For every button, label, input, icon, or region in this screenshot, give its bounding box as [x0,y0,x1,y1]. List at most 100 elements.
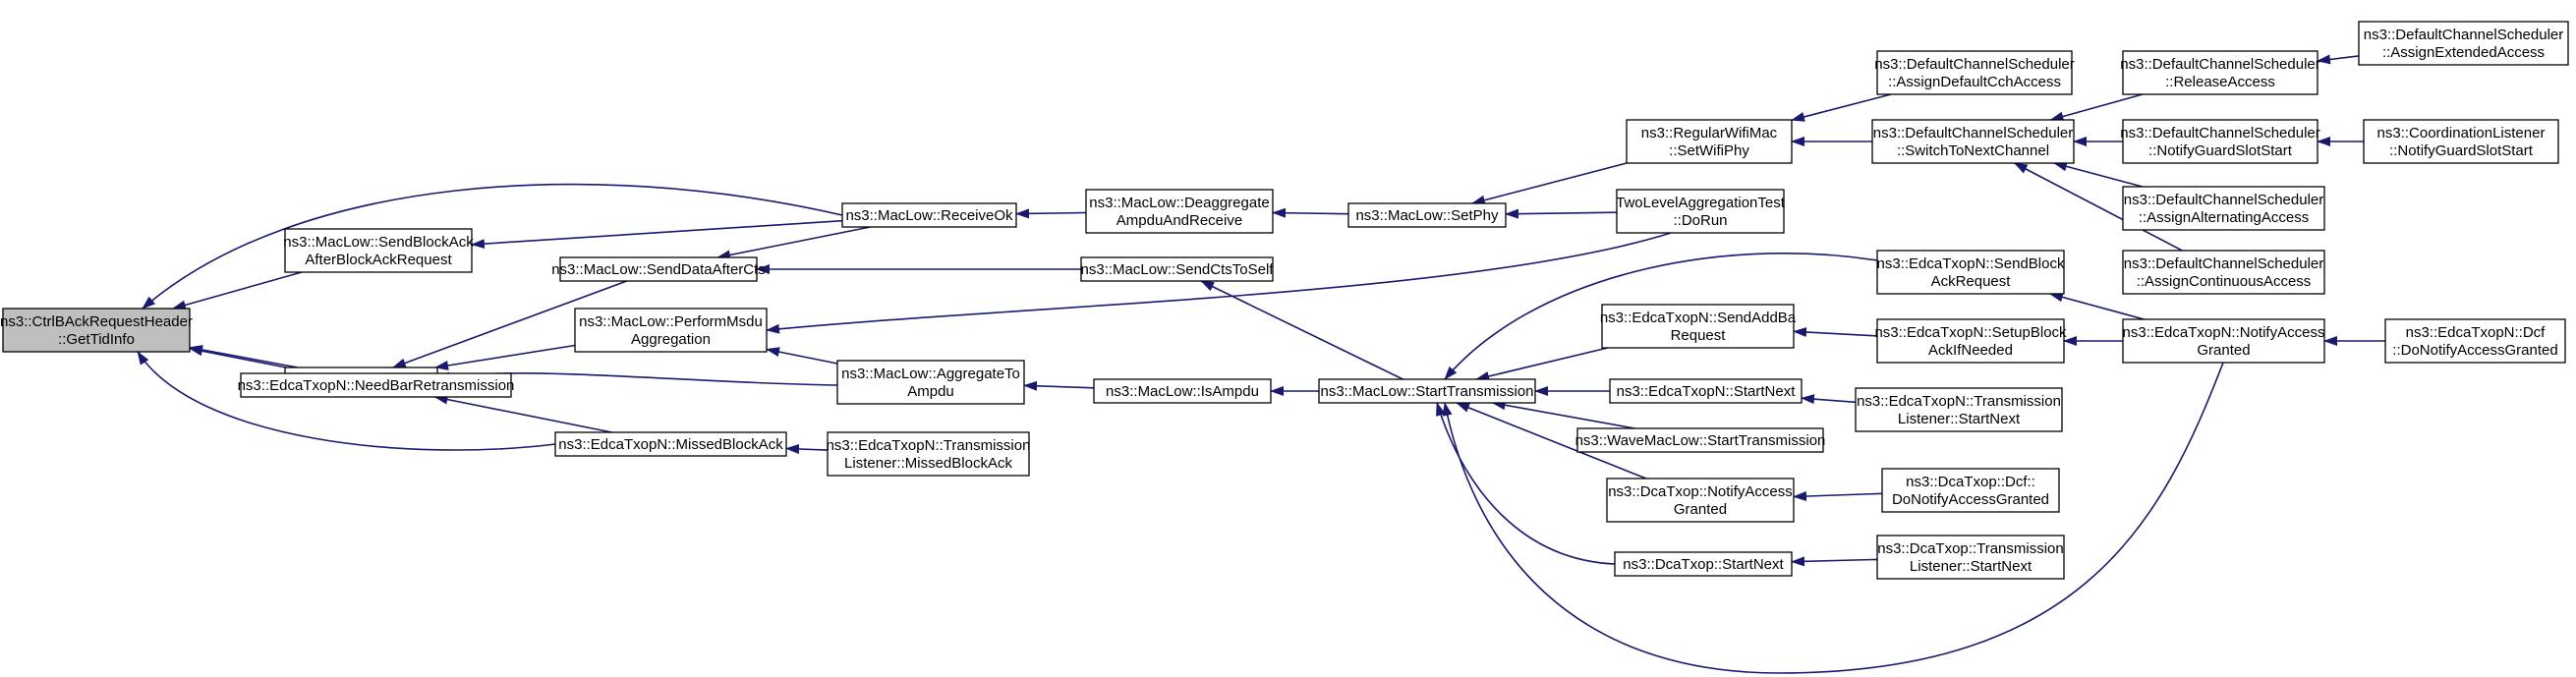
nodes-layer: ns3::CtrlBAckRequestHeader::GetTidInfons… [0,21,2569,580]
node-box [1881,468,2060,513]
node-label-line: ns3::DefaultChannelScheduler [2120,125,2319,141]
edge-edcanotify-to-starttransmission [1442,362,2224,674]
node-dcanotify[interactable]: ns3::DcaTxop::NotifyAccessGranted [1606,478,1795,523]
node-edcanotify[interactable]: ns3::EdcaTxopN::NotifyAccessGranted [2122,318,2325,364]
node-label-line: Granted [1674,501,1727,518]
node-label-line: ns3::DcaTxop::StartNext [1623,556,1784,573]
node-label-line: ::SwitchToNextChannel [1897,142,2049,159]
node-coordlistener[interactable]: ns3::CoordinationListener::NotifyGuardSl… [2363,119,2559,164]
edge-missedblockack-to-needbar [433,394,612,433]
node-box [1876,535,2065,580]
edges-layer [137,54,2385,674]
node-label-line: ::AssignAlternatingAccess [2139,209,2309,226]
node-label-line: ns3::DcaTxop::NotifyAccess [1608,483,1793,500]
edge-sendblockack-to-root [172,271,303,310]
edge-sendblockackreq-to-starttransmission [1444,253,1878,380]
edge-receiveok-to-senddataafter [716,226,871,260]
node-label-line: ns3::MacLow::Deaggregate [1089,195,1269,211]
node-label-line: Listener::StartNext [1898,411,2021,427]
node-box [841,202,1017,228]
node-dcadcf[interactable]: ns3::DcaTxop::Dcf::DoNotifyAccessGranted [1881,468,2060,513]
edge-aggregateto-to-performmsdu [766,347,838,365]
node-tlstartnext[interactable]: ns3::EdcaTxopN::TransmissionListener::St… [1855,387,2063,432]
node-label-line: ns3::MacLow::SetPhy [1355,207,1499,224]
node-label-line: ns3::EdcaTxopN::SetupBlock [1874,324,2067,341]
node-label-line: DoNotifyAccessGranted [1892,491,2049,508]
node-box [574,308,768,353]
node-box [2,308,191,353]
node-label-line: ns3::EdcaTxopN::MissedBlockAck [558,436,783,453]
node-assignextended[interactable]: ns3::DefaultChannelScheduler::AssignExte… [2358,21,2569,66]
node-setphy[interactable]: ns3::MacLow::SetPhy [1347,202,1507,228]
node-label-line: ns3::MacLow::PerformMsdu [579,313,763,330]
edge-releaseaccess-to-switchtonext [2049,93,2144,122]
node-twolevel[interactable]: TwoLevelAggregationTest::DoRun [1616,189,1786,234]
node-edcastartnext[interactable]: ns3::EdcaTxopN::StartNext [1609,378,1803,404]
node-box [2122,250,2325,295]
node-box [2122,318,2325,364]
node-label-line: ns3::EdcaTxopN::SendAddBa [1600,310,1797,326]
node-label-line: ::DoNotifyAccessGranted [2392,342,2557,359]
node-label-line: ns3::RegularWifiMac [1641,125,1778,141]
node-box [2384,318,2566,364]
node-box [1876,250,2065,295]
node-label-line: ns3::MacLow::SendDataAfterCts [551,261,766,278]
node-dcatlstartnext[interactable]: ns3::DcaTxop::TransmissionListener::Star… [1876,535,2065,580]
node-box [284,228,473,273]
node-label-line: ::SetWifiPhy [1669,142,1749,159]
node-label-line: ns3::MacLow::IsAmpdu [1106,383,1259,400]
node-regularwifi[interactable]: ns3::RegularWifiMac::SetWifiPhy [1626,119,1793,164]
node-label-line: AmpduAndReceive [1116,212,1242,229]
node-box [1626,119,1793,164]
node-box [2363,119,2559,164]
node-switchtonext[interactable]: ns3::DefaultChannelScheduler::SwitchToNe… [1871,119,2075,164]
node-assigndefault[interactable]: ns3::DefaultChannelScheduler::AssignDefa… [1874,50,2075,95]
node-label-line: ns3::WaveMacLow::StartTransmission [1575,432,1826,449]
node-label-line: ::DoRun [1673,212,1727,229]
node-sendblockack[interactable]: ns3::MacLow::SendBlockAckAfterBlockAckRe… [283,228,474,273]
node-missedblockack[interactable]: ns3::EdcaTxopN::MissedBlockAck [554,431,787,457]
node-box [2122,186,2325,231]
node-box [1093,378,1272,404]
node-assignalternating[interactable]: ns3::DefaultChannelScheduler::AssignAlte… [2122,186,2325,231]
node-receiveok[interactable]: ns3::MacLow::ReceiveOk [841,202,1017,228]
node-box [1871,119,2075,164]
node-box [2122,119,2318,164]
node-senddataafter[interactable]: ns3::MacLow::SendDataAfterCts [551,256,766,282]
node-box [1876,50,2073,95]
node-releaseaccess[interactable]: ns3::DefaultChannelScheduler::ReleaseAcc… [2120,50,2320,95]
node-box [1876,318,2065,364]
node-box [2358,21,2569,66]
node-box [1080,256,1274,282]
node-root[interactable]: ns3::CtrlBAckRequestHeader::GetTidInfo [0,308,193,353]
node-label-line: AckIfNeeded [1928,342,2013,359]
node-label-line: AfterBlockAckRequest [305,252,452,268]
node-label-line: ::NotifyGuardSlotStart [2148,142,2293,159]
node-tlmissed[interactable]: ns3::EdcaTxopN::TransmissionListener::Mi… [827,431,1031,477]
edge-receiveok-to-root [142,183,843,310]
edge-twolevel-to-setphy [1505,208,1618,219]
node-wavemac[interactable]: ns3::WaveMacLow::StartTransmission [1575,427,1826,453]
node-assigncontinuous[interactable]: ns3::DefaultChannelScheduler::AssignCont… [2122,250,2325,295]
node-sendctstoself[interactable]: ns3::MacLow::SendCtsToSelf [1080,256,1275,282]
node-starttransmission[interactable]: ns3::MacLow::StartTransmission [1318,378,1536,404]
node-edcadcf[interactable]: ns3::EdcaTxopN::Dcf::DoNotifyAccessGrant… [2384,318,2566,364]
edge-assigncontinuous-to-switchtonext [2013,162,2183,252]
node-dcastartnext[interactable]: ns3::DcaTxop::StartNext [1614,551,1793,577]
node-label-line: Ampdu [907,383,954,400]
node-box [1085,189,1274,234]
node-box [1855,387,2063,432]
node-label-line: Aggregation [631,331,711,348]
node-needbar[interactable]: ns3::EdcaTxopN::NeedBarRetransmission [238,372,515,398]
node-box [1576,427,1824,453]
node-notifyguard[interactable]: ns3::DefaultChannelScheduler::NotifyGuar… [2120,119,2320,164]
node-label-line: ns3::EdcaTxopN::NeedBarRetransmission [238,377,515,394]
node-isampdu[interactable]: ns3::MacLow::IsAmpdu [1093,378,1272,404]
